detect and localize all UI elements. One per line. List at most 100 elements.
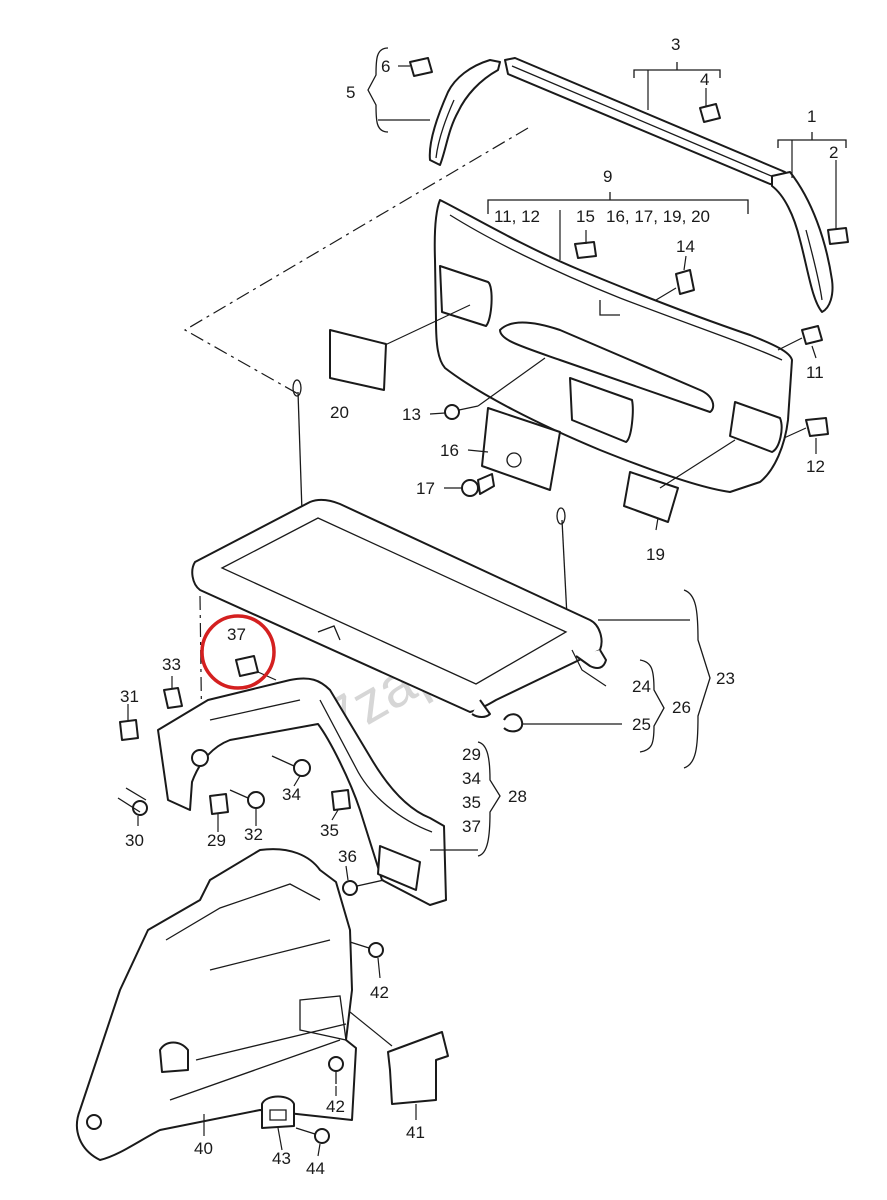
leader-36 (345, 865, 349, 881)
leader-14 (655, 255, 687, 301)
part-31-clip (119, 719, 139, 741)
callout-36: 36 (338, 847, 357, 866)
callout-41: 41 (406, 1123, 425, 1142)
callout-31: 31 (120, 687, 139, 706)
part-4-clip (699, 103, 721, 123)
leader-35 (331, 809, 339, 821)
callout-16: 16 (440, 441, 459, 460)
callout-2: 2 (829, 143, 838, 162)
mounting-line-1 (183, 127, 529, 396)
part-43-bracket (261, 1095, 295, 1129)
leader-19 (655, 439, 736, 531)
part-19-cover (623, 471, 679, 523)
callout-35: 35 (320, 821, 339, 840)
leader-11 (777, 337, 817, 359)
tailgate-trim-panel (433, 199, 793, 493)
leader-34 (293, 775, 301, 787)
callout-24: 24 (632, 677, 651, 696)
callout-37: 37 (227, 625, 246, 644)
part-42a-screw (349, 941, 384, 958)
leader-44 (317, 1143, 321, 1157)
callout-5: 5 (346, 83, 355, 102)
callout-20: 20 (330, 403, 349, 422)
leader-41-dash (349, 1011, 393, 1047)
callout-17: 17 (416, 479, 435, 498)
callout-28-item-2: 34 (462, 769, 481, 788)
brace-26 (639, 659, 665, 753)
callout-30: 30 (125, 831, 144, 850)
upper-roof-trim (504, 57, 786, 187)
part-6-clip (409, 57, 433, 77)
part-14-clip (675, 269, 695, 295)
part-44-screw (295, 1127, 330, 1144)
part-37-clip (235, 655, 259, 677)
left-pillar-trim (428, 59, 501, 166)
part-36-screw (342, 879, 385, 896)
brace-3 (633, 62, 721, 78)
callout-9-group-c: 16, 17, 19, 20 (606, 207, 710, 226)
part-33-clip (163, 687, 183, 709)
part-11-clip (801, 325, 823, 345)
callout-44: 44 (306, 1159, 325, 1178)
callout-29: 29 (207, 831, 226, 850)
leader-43 (277, 1127, 283, 1151)
part-20-cover (329, 329, 387, 391)
side-trim-panel (75, 848, 357, 1161)
part-42b-screw (328, 1056, 344, 1084)
brace-23 (683, 589, 711, 769)
brace-9 (487, 192, 749, 214)
leader-20 (384, 304, 471, 346)
callout-19: 19 (646, 545, 665, 564)
parcel-shelf (191, 498, 607, 718)
callout-32: 32 (244, 825, 263, 844)
callout-23: 23 (716, 669, 735, 688)
callout-4: 4 (700, 70, 709, 89)
callout-3: 3 (671, 35, 680, 54)
right-pillar-trim (771, 171, 834, 313)
callout-13: 13 (402, 405, 421, 424)
part-25-clip (503, 713, 524, 733)
part-17-knob (461, 473, 495, 497)
part-34-screw (271, 755, 311, 777)
leader-13 (429, 357, 546, 415)
part-41-cover (387, 1031, 449, 1105)
callout-34: 34 (282, 785, 301, 804)
callout-11: 11 (806, 363, 824, 382)
brace-1 (777, 132, 847, 148)
part-15-clip (574, 241, 597, 259)
callout-12: 12 (806, 457, 825, 476)
side-bracket (157, 677, 447, 906)
callout-28: 28 (508, 787, 527, 806)
brace-28 (477, 741, 501, 857)
part-13-screw (444, 404, 479, 420)
callout-25: 25 (632, 715, 651, 734)
callout-42-upper: 42 (370, 983, 389, 1002)
callout-28-item-3: 35 (462, 793, 481, 812)
callout-40: 40 (194, 1139, 213, 1158)
part-30-screw (117, 787, 148, 816)
leader-12 (783, 427, 817, 454)
slot-mark (599, 300, 620, 316)
part-29-clip (209, 793, 229, 815)
part-12-clip (805, 417, 829, 437)
part-2-clip (827, 227, 849, 245)
brace-5 (367, 47, 389, 133)
callout-33: 33 (162, 655, 181, 674)
leader-24 (571, 649, 607, 687)
callout-28-item-1: 29 (462, 745, 481, 764)
callout-42-lower: 42 (326, 1097, 345, 1116)
callout-1: 1 (807, 107, 816, 126)
leader-42a (377, 957, 381, 979)
callout-28-item-4: 37 (462, 817, 481, 836)
shelf-cord-left (297, 391, 303, 513)
highlight-circle-37 (200, 614, 276, 690)
leader-16 (467, 449, 489, 453)
part-16-cover (481, 407, 561, 491)
part-32-screw (229, 789, 265, 809)
part-35-clip (331, 789, 351, 811)
callout-9-group-b: 15 (576, 207, 595, 226)
callout-14: 14 (676, 237, 695, 256)
callout-9-group-a: 11, 12 (494, 207, 540, 226)
callout-26: 26 (672, 698, 691, 717)
